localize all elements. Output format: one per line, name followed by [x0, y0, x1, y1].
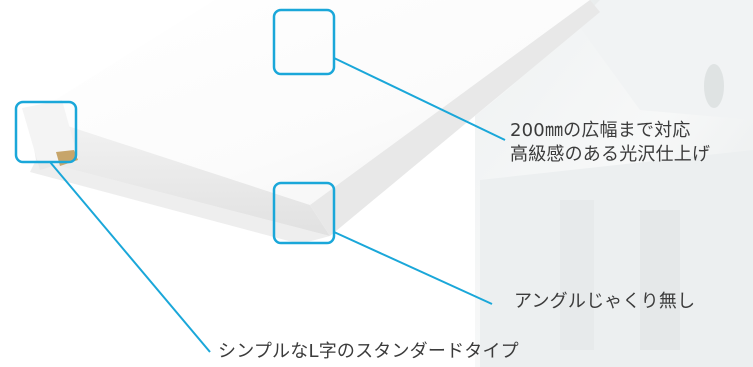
callout-label-angle: アングルじゃくり無し — [514, 291, 696, 312]
leader-line-width — [333, 57, 506, 141]
background-wall — [475, 0, 753, 367]
callout-box-front-edge — [272, 181, 336, 245]
callout-label-shape: シンプルなL字のスタンダードタイプ — [218, 341, 519, 362]
callout-label-width-line1: 200㎜の広幅まで対応 — [510, 120, 691, 141]
skirting-board — [22, 0, 600, 244]
leader-line-angle — [333, 231, 493, 305]
callout-label-width: 200㎜の広幅まで対応 高級感のある光沢仕上げ — [510, 119, 710, 167]
callout-label-width-line2: 高級感のある光沢仕上げ — [510, 144, 711, 165]
leader-line-shape — [49, 161, 211, 353]
callout-box-top-surface — [272, 8, 336, 76]
callout-box-left-end — [14, 100, 78, 164]
